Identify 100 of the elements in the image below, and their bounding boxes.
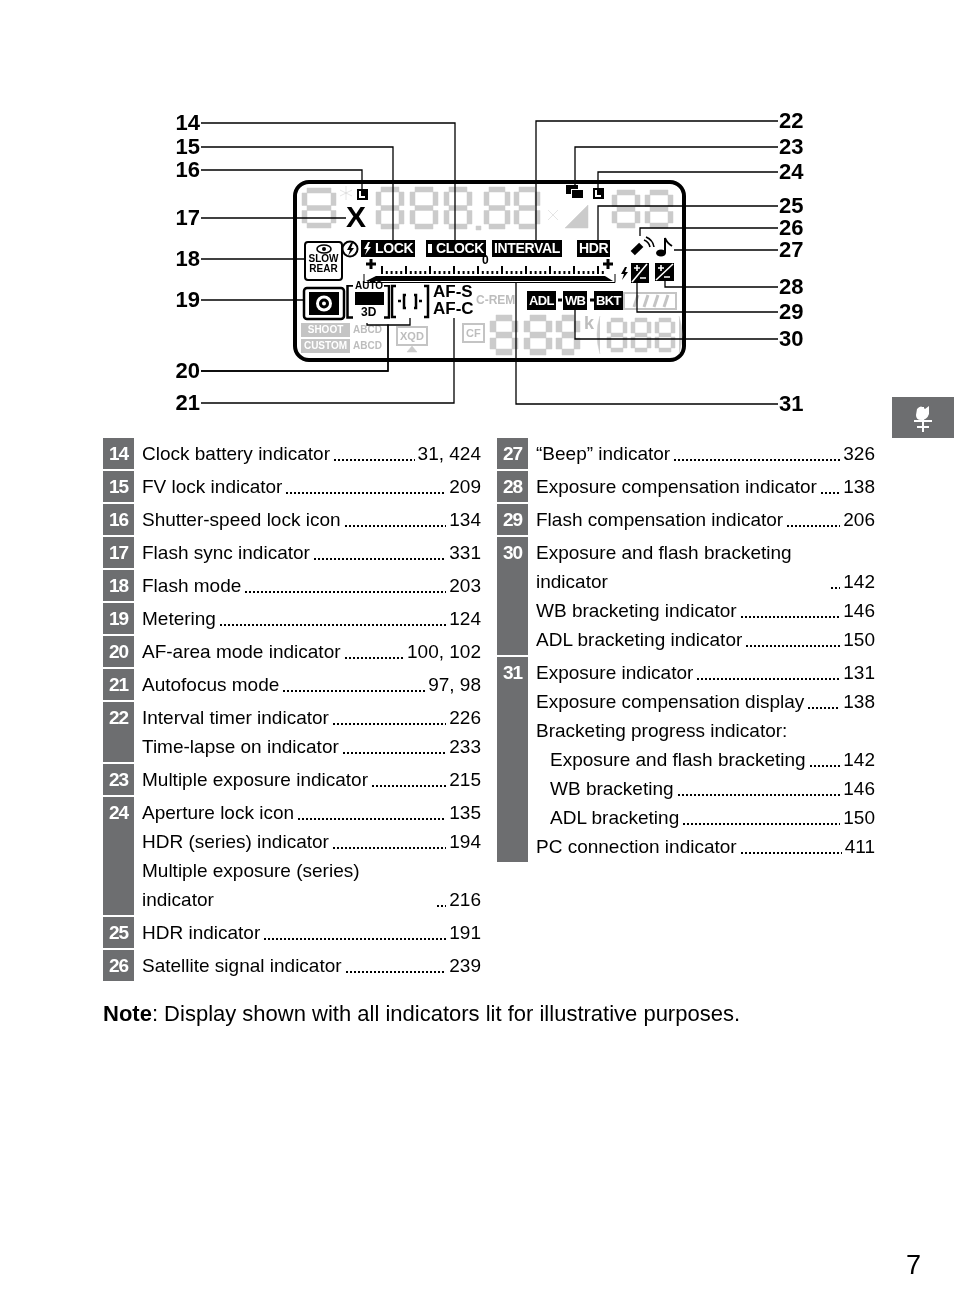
callout-number: 27	[779, 238, 809, 262]
item-name: AF-area mode indicator	[142, 640, 341, 664]
segment-label: CF	[462, 323, 485, 343]
leader-line	[673, 249, 779, 251]
page-reference: 134	[449, 508, 481, 532]
page-reference: 194	[449, 830, 481, 854]
item-name: Time-lapse on indicator	[142, 735, 339, 759]
metering-icon	[303, 287, 345, 320]
item-name: Flash sync indicator	[142, 541, 310, 565]
indicator-label: WB	[563, 291, 588, 310]
page-reference: 135	[449, 801, 481, 825]
item-name: ADL bracketing	[550, 806, 680, 830]
satellite-icon	[628, 236, 654, 258]
callout-number: 18	[170, 247, 200, 271]
number-cell: 14	[103, 438, 134, 469]
number-cell: 16	[103, 504, 134, 535]
page-reference: 209	[449, 475, 481, 499]
number-cell: 27	[497, 438, 528, 469]
leader-line	[200, 258, 305, 260]
callout-number: 31	[779, 392, 809, 416]
item-name: Exposure compensation display	[536, 690, 805, 714]
leader-line	[515, 282, 779, 405]
page-reference: 146	[843, 599, 875, 623]
segment-label: XQD	[396, 326, 428, 346]
leader-line	[200, 169, 363, 190]
page-reference: 191	[449, 921, 481, 945]
number-cell: 15	[103, 471, 134, 502]
number-cell: 21	[103, 669, 134, 700]
page-reference: 203	[449, 574, 481, 598]
leader-line	[200, 146, 394, 241]
item-name: Aperture lock icon	[142, 801, 295, 825]
item-name: PC connection indicator	[536, 835, 737, 859]
page-reference: 215	[449, 768, 481, 792]
item-name: “Beep” indicator	[536, 442, 671, 466]
number-cell: 17	[103, 537, 134, 568]
leader-line	[200, 317, 455, 404]
sync-indicator-label: X	[346, 202, 366, 232]
page-reference: 150	[843, 628, 875, 652]
leader-line	[574, 309, 779, 340]
callout-number: 17	[170, 206, 200, 230]
leader-line	[574, 146, 779, 186]
leader-line	[639, 227, 779, 237]
page-number: 7	[906, 1252, 922, 1279]
flash-compensation-icon	[619, 263, 650, 283]
segment-label: ABCD	[353, 323, 382, 337]
item-name: Exposure compensation indicator	[536, 475, 817, 499]
page-reference: 31, 424	[417, 442, 481, 466]
item-name: Autofocus mode	[142, 673, 280, 697]
segment-label: k	[584, 314, 594, 332]
item-name: WB bracketing	[550, 777, 674, 801]
page-reference: 100, 102	[407, 640, 481, 664]
number-cell: 20	[103, 636, 134, 667]
segment-label: CUSTOM	[301, 339, 350, 353]
segment-label: ABCD	[353, 339, 382, 353]
item-name: Shutter-speed lock icon	[142, 508, 341, 532]
item-name: WB bracketing indicator	[536, 599, 737, 623]
number-cell: 24	[103, 797, 134, 915]
note-text: Note: Display shown with all indicators lit for illustrative purposes.	[103, 1000, 740, 1028]
item-name: Flash mode	[142, 574, 242, 598]
item-name: Satellite signal indicator	[142, 954, 342, 978]
callout-number: 19	[170, 288, 200, 312]
callout-number: 14	[170, 111, 200, 135]
callout-number: 24	[779, 160, 809, 184]
callout-number: 30	[779, 327, 809, 351]
item-name: Multiple exposure indicator	[142, 768, 368, 792]
number-cell: 23	[103, 764, 134, 795]
item-name: HDR indicator	[142, 921, 261, 945]
indicator-label: ADL	[527, 291, 556, 310]
page-reference: 97, 98	[428, 673, 481, 697]
page-reference: 331	[449, 541, 481, 565]
page-reference: 142	[843, 748, 875, 772]
leader-line	[200, 317, 411, 372]
number-cell: 29	[497, 504, 528, 535]
page-reference: 206	[843, 508, 875, 532]
item-name: Multiple exposure (series) indicator	[142, 859, 361, 912]
item-name: HDR (series) indicator	[142, 830, 329, 854]
page-reference: 150	[843, 806, 875, 830]
note-icon	[656, 236, 674, 258]
callout-number: 29	[779, 300, 809, 324]
number-cell: 25	[103, 917, 134, 948]
item-name: Metering	[142, 607, 216, 631]
lock-icon	[357, 189, 368, 200]
af-point-icon	[391, 285, 430, 318]
page-reference: 326	[843, 442, 875, 466]
page-reference: 146	[843, 777, 875, 801]
callout-number: 22	[779, 109, 809, 133]
indicator-label: HDR	[577, 240, 611, 257]
page-reference: 142	[843, 570, 875, 594]
callout-number: 15	[170, 135, 200, 159]
item-name: Exposure indicator	[536, 661, 694, 685]
page-reference: 233	[449, 735, 481, 759]
item-name: FV lock indicator	[142, 475, 283, 499]
page-reference: 239	[449, 954, 481, 978]
callout-number: 21	[170, 391, 200, 415]
page-reference: 411	[844, 835, 875, 859]
leader-line	[200, 299, 304, 301]
page-reference: 131	[843, 661, 875, 685]
callout-number: 16	[170, 158, 200, 182]
item-name: Interval timer indicator	[142, 706, 329, 730]
page-reference: 216	[449, 888, 481, 912]
